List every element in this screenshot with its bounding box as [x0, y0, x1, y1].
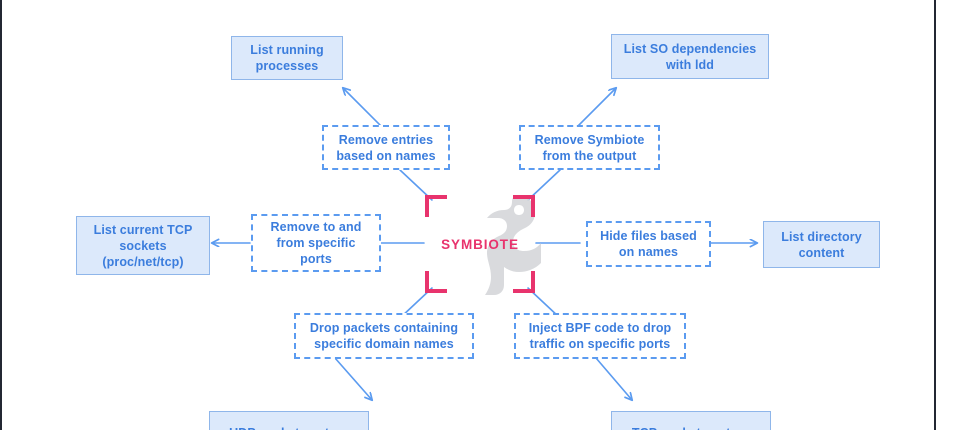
node-list-running-processes[interactable]: List running processes	[231, 36, 343, 80]
symbiote-label: SYMBIOTE	[441, 236, 519, 252]
node-line: ports	[300, 252, 332, 266]
node-line: traffic on specific ports	[529, 337, 671, 351]
node-line: Drop packets containing	[309, 321, 459, 335]
node-line: with ldd	[665, 57, 714, 72]
node-line: from specific	[276, 236, 356, 250]
slide-frame-right-edge	[934, 0, 936, 430]
node-remove-to-and-from-specific-ports[interactable]: Remove to and from specific ports	[251, 214, 381, 272]
node-line: Hide files based	[600, 229, 697, 243]
node-line: List running	[250, 43, 324, 57]
edge-remove-symout-to-list-so	[575, 88, 616, 129]
node-tcp-packet-capture[interactable]: TCP packet capture	[611, 411, 771, 430]
node-line: List directory	[781, 229, 862, 244]
slide-outer-margin	[936, 0, 960, 430]
node-udp-packet-capture[interactable]: UDP packet capture	[209, 411, 369, 430]
corner-bracket-bottom-left	[425, 271, 447, 293]
node-line: Remove entries	[338, 132, 434, 147]
node-line: specific domain names	[314, 337, 454, 351]
gecko-icon	[485, 195, 541, 295]
node-line: UDP packet capture	[229, 425, 349, 430]
slide-frame-left-edge	[0, 0, 2, 430]
node-hide-files-based-on-names[interactable]: Hide files based on names	[586, 221, 711, 267]
node-list-directory-content[interactable]: List directory content	[763, 221, 880, 268]
node-line: from the output	[542, 148, 637, 163]
node-line: processes	[255, 59, 319, 73]
node-line: TCP packet capture	[632, 425, 750, 430]
node-line: (proc/net/tcp)	[102, 254, 184, 269]
node-drop-packets-specific-domains[interactable]: Drop packets containing specific domain …	[294, 313, 474, 359]
node-line: Remove Symbiote	[534, 132, 645, 147]
node-line: on names	[618, 245, 679, 259]
node-line: List current TCP	[93, 222, 193, 237]
node-remove-entries-based-on-names[interactable]: Remove entries based on names	[322, 125, 450, 170]
node-line: Inject BPF code to drop	[528, 321, 672, 335]
node-line: Remove to and	[270, 220, 362, 234]
node-line: List SO dependencies	[623, 41, 757, 56]
edge-drop-packets-to-udp-capture	[334, 357, 372, 400]
node-inject-bpf-code[interactable]: Inject BPF code to drop traffic on speci…	[514, 313, 686, 359]
edge-inject-bpf-to-tcp-capture	[595, 357, 632, 400]
node-line: based on names	[336, 148, 436, 163]
corner-bracket-top-right	[513, 195, 535, 217]
symbiote-hub: SYMBIOTE	[425, 195, 541, 295]
node-line: content	[798, 245, 845, 260]
corner-bracket-top-left	[425, 195, 447, 217]
edge-remove-entries-to-list-processes	[343, 88, 384, 129]
node-list-so-dependencies[interactable]: List SO dependencies with ldd	[611, 34, 769, 79]
corner-bracket-bottom-right	[513, 271, 535, 293]
node-line: sockets	[119, 238, 167, 253]
node-remove-symbiote-from-output[interactable]: Remove Symbiote from the output	[519, 125, 660, 170]
node-list-current-tcp-sockets[interactable]: List current TCP sockets (proc/net/tcp)	[76, 216, 210, 275]
